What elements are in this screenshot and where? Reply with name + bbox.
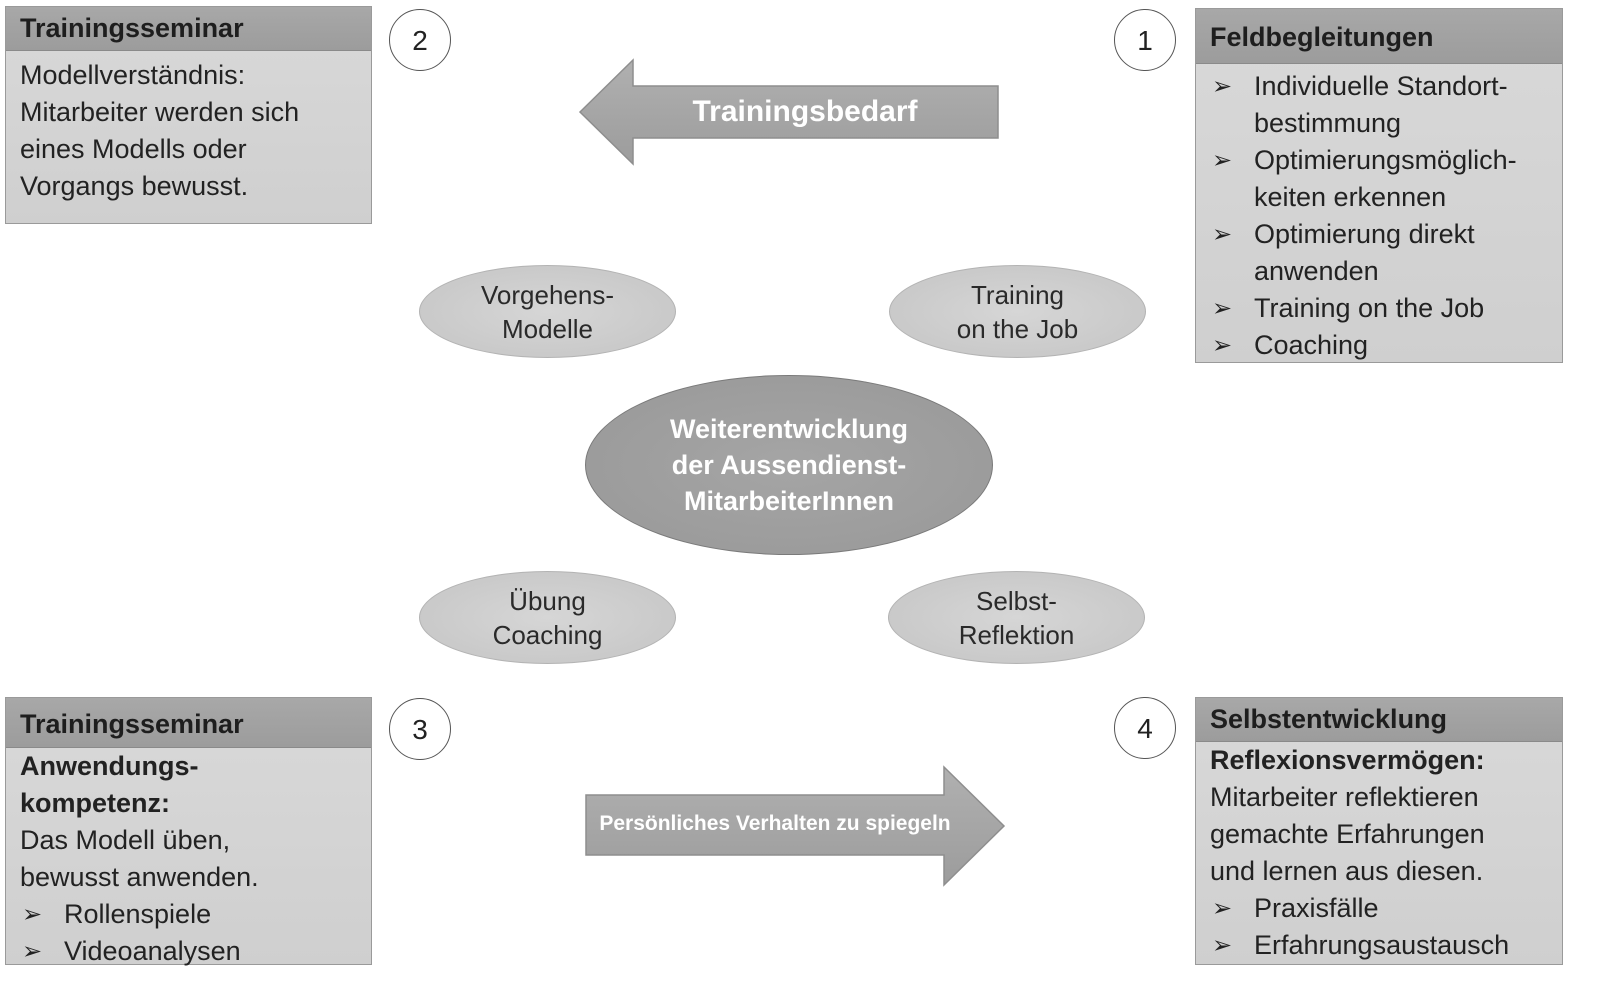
box-2-line: Vorgangs bewusst. bbox=[20, 171, 249, 201]
arrowhead-bullet-icon: ➢ bbox=[22, 938, 43, 965]
list-item: ➢Praxisfälle bbox=[1210, 890, 1548, 927]
arrowhead-bullet-icon: ➢ bbox=[1212, 295, 1233, 322]
arrow-label-trainingsbedarf: Trainingsbedarf bbox=[692, 95, 918, 128]
box-2-line: Mitarbeiter werden sich bbox=[20, 97, 300, 127]
list-item: ➢Erfahrungsaustausch bbox=[1210, 927, 1548, 964]
box-3-line: bewusst anwenden. bbox=[20, 862, 259, 892]
list-item: ➢Rollenspiele bbox=[20, 896, 357, 933]
box-trainingsseminar-3: Trainingsseminar Anwendungs- kompetenz: … bbox=[5, 697, 372, 966]
list-item: ➢Optimierungsmöglich-keiten erkennen bbox=[1210, 142, 1548, 216]
arrow-label-verhalten: Persönliches Verhalten zu spiegeln bbox=[599, 812, 951, 835]
left-arrow-icon bbox=[578, 58, 999, 166]
box-3-strong: kompetenz: bbox=[20, 788, 171, 818]
center-line: Weiterentwicklung bbox=[669, 414, 909, 444]
box-2-body: Modellverständnis: Mitarbeiter werden si… bbox=[6, 51, 371, 205]
box-4-strong: Reflexionsvermögen: bbox=[1210, 745, 1485, 775]
step-number-3: 3 bbox=[389, 698, 451, 760]
box-feldbegleitungen-1: Feldbegleitungen ➢Individuelle Standort-… bbox=[1195, 8, 1563, 363]
ellipse-training-on-the-job: Training on the Job bbox=[889, 265, 1146, 358]
arrowhead-bullet-icon: ➢ bbox=[1212, 147, 1233, 174]
box-4-title: Selbstentwicklung bbox=[1196, 698, 1562, 742]
center-line: der Aussendienst- bbox=[671, 450, 907, 480]
box-4-body: Reflexionsvermögen: Mitarbeiter reflekti… bbox=[1196, 742, 1562, 964]
step-number-1: 1 bbox=[1114, 9, 1176, 71]
box-3-strong: Anwendungs- bbox=[20, 751, 199, 781]
box-2-title: Trainingsseminar bbox=[6, 7, 371, 51]
arrowhead-bullet-icon: ➢ bbox=[1212, 332, 1233, 359]
ellipse-uebung-coaching: Übung Coaching bbox=[419, 571, 676, 664]
box-3-body: Anwendungs- kompetenz: Das Modell üben, … bbox=[6, 748, 371, 970]
arrowhead-bullet-icon: ➢ bbox=[1212, 932, 1233, 959]
step-number-2: 2 bbox=[389, 9, 451, 71]
box-2-line: Modellverständnis: bbox=[20, 60, 246, 90]
ellipse-selbst-reflektion: Selbst- Reflektion bbox=[888, 571, 1145, 664]
box-3-title: Trainingsseminar bbox=[6, 698, 371, 748]
step-number-4: 4 bbox=[1114, 697, 1176, 759]
box-4-line: gemachte Erfahrungen bbox=[1210, 819, 1485, 849]
list-item: ➢Videoanalysen bbox=[20, 933, 357, 970]
box-trainingsseminar-2: Trainingsseminar Modellverständnis: Mita… bbox=[5, 6, 372, 224]
arrowhead-bullet-icon: ➢ bbox=[1212, 895, 1233, 922]
box-1-body: ➢Individuelle Standort-bestimmung ➢Optim… bbox=[1196, 64, 1562, 364]
list-item: ➢Individuelle Standort-bestimmung bbox=[1210, 68, 1548, 142]
arrowhead-bullet-icon: ➢ bbox=[1212, 73, 1233, 100]
center-ellipse-weiterentwicklung: Weiterentwicklung der Aussendienst- Mita… bbox=[585, 375, 993, 555]
center-line: MitarbeiterInnen bbox=[683, 486, 895, 516]
box-selbstentwicklung-4: Selbstentwicklung Reflexionsvermögen: Mi… bbox=[1195, 697, 1563, 965]
list-item: ➢Training on the Job bbox=[1210, 290, 1548, 327]
right-arrow-icon bbox=[585, 765, 1006, 887]
ellipse-vorgehens-modelle: Vorgehens- Modelle bbox=[419, 265, 676, 358]
box-1-title: Feldbegleitungen bbox=[1196, 9, 1562, 64]
list-item: ➢Coaching bbox=[1210, 327, 1548, 364]
arrowhead-bullet-icon: ➢ bbox=[22, 901, 43, 928]
box-4-line: und lernen aus diesen. bbox=[1210, 856, 1484, 886]
box-3-line: Das Modell üben, bbox=[20, 825, 231, 855]
box-4-line: Mitarbeiter reflektieren bbox=[1210, 782, 1479, 812]
arrowhead-bullet-icon: ➢ bbox=[1212, 221, 1233, 248]
box-2-line: eines Modells oder bbox=[20, 134, 247, 164]
